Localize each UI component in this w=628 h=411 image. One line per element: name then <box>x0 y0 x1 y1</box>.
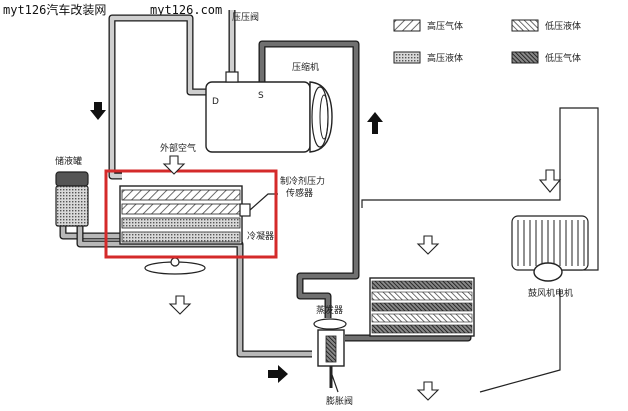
legend-item-low-pressure-liquid: 低压液体 <box>511 19 581 32</box>
airflow-arrow-icon <box>162 155 186 175</box>
legend-swatch <box>393 19 421 32</box>
blower <box>511 215 589 282</box>
compressor-port-s: S <box>258 91 264 101</box>
pressure-sensor <box>239 203 251 217</box>
flow-arrow-right-icon <box>268 365 288 383</box>
receiver-label: 储液罐 <box>55 155 82 167</box>
expansion-valve-leader <box>330 371 339 393</box>
condenser <box>119 185 251 275</box>
pipe-discharge <box>108 14 222 180</box>
compressor-clutch <box>309 81 333 153</box>
legend-swatch <box>393 51 421 64</box>
legend-label: 低压气体 <box>545 52 581 64</box>
watermark-site-name: myt126汽车改装网 <box>3 2 106 17</box>
legend-swatch <box>511 19 539 32</box>
legend-label: 高压气体 <box>427 20 463 32</box>
condenser-highlight-box <box>104 169 278 259</box>
blower-housing <box>511 215 589 271</box>
compressor: D S <box>205 71 333 153</box>
air-duct-outline <box>361 107 599 393</box>
pressure-sensor-label-line1: 制冷剂压力 <box>280 175 325 187</box>
outside-air-label: 外部空气 <box>160 142 196 154</box>
airflow-arrow-icon <box>416 381 440 401</box>
blower-motor <box>533 262 563 282</box>
legend-label: 高压液体 <box>427 52 463 64</box>
pressure-sensor-label-line2: 传感器 <box>286 187 313 199</box>
receiver-drier <box>55 171 89 227</box>
legend-item-high-pressure-gas: 高压气体 <box>393 19 463 32</box>
sensor-leader <box>249 193 278 211</box>
airflow-arrow-icon <box>538 169 562 193</box>
flow-arrow-up-icon <box>367 112 383 134</box>
airflow-arrow-icon <box>416 235 440 255</box>
watermark-url: myt126.com <box>150 3 222 17</box>
expansion-valve-label: 膨胀阀 <box>326 395 353 407</box>
watermark: myt126汽车改装网 myt126.com <box>3 2 222 17</box>
evaporator-label: 蒸发器 <box>316 304 343 316</box>
pressure-switch <box>225 71 239 83</box>
expansion-valve <box>313 318 347 388</box>
legend-item-high-pressure-liquid: 高压液体 <box>393 51 463 64</box>
compressor-label: 压缩机 <box>292 61 319 73</box>
evaporator <box>369 277 475 337</box>
pressure-switch-label: 压压阀 <box>232 12 259 23</box>
legend: 高压气体 低压液体 高压液体 低压气体 <box>393 19 581 64</box>
airflow-arrow-icon <box>168 295 192 315</box>
blower-motor-label: 鼓风机电机 <box>528 287 573 299</box>
legend-swatch <box>511 51 539 64</box>
legend-item-low-pressure-gas: 低压气体 <box>511 51 581 64</box>
legend-label: 低压液体 <box>545 20 581 32</box>
flow-arrow-down-icon <box>90 102 106 120</box>
compressor-port-d: D <box>212 97 219 107</box>
condenser-label: 冷凝器 <box>247 230 274 242</box>
pipe-suction <box>258 40 360 318</box>
